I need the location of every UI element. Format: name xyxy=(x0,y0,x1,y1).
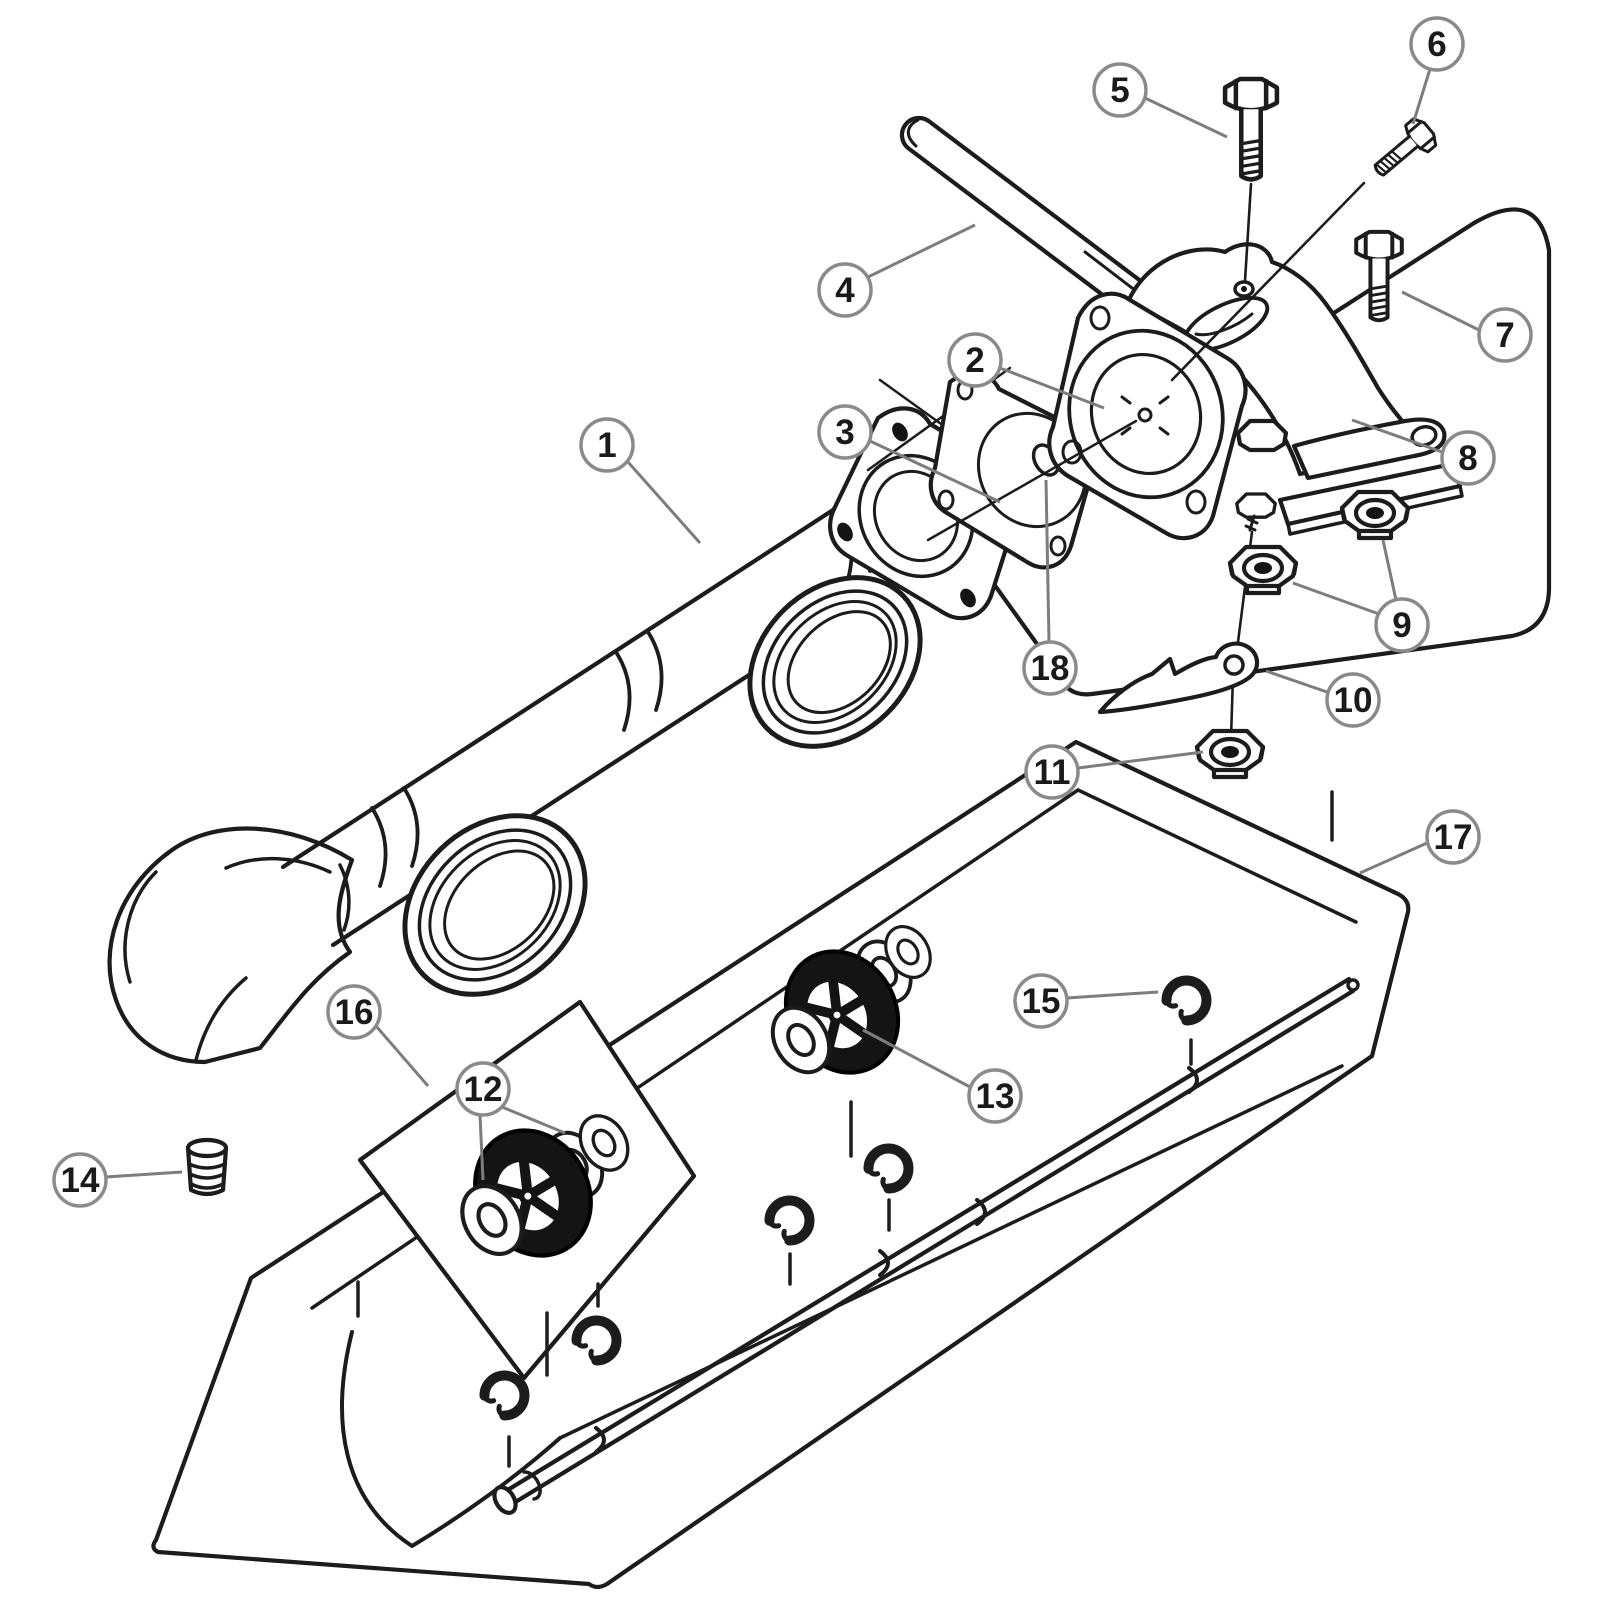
callout-17: 17 xyxy=(1359,809,1481,875)
hex-bolt-long xyxy=(1225,79,1277,179)
callout-2: 2 xyxy=(947,332,1105,410)
svg-text:11: 11 xyxy=(1034,753,1071,792)
callout-5: 5 xyxy=(1092,62,1228,139)
callout-15: 15 xyxy=(1013,973,1159,1029)
callout-12: 12 xyxy=(455,1061,566,1181)
svg-text:2: 2 xyxy=(965,341,984,380)
hex-nut-11 xyxy=(1197,731,1263,777)
svg-text:1: 1 xyxy=(597,426,616,465)
svg-text:12: 12 xyxy=(464,1070,503,1109)
svg-text:15: 15 xyxy=(1022,982,1061,1021)
callout-18: 18 xyxy=(1022,479,1078,696)
callout-4: 4 xyxy=(817,223,976,318)
callout-14: 14 xyxy=(52,1152,183,1208)
svg-text:4: 4 xyxy=(835,271,855,310)
svg-text:6: 6 xyxy=(1427,25,1446,64)
callout-3: 3 xyxy=(817,404,1001,504)
callout-11: 11 xyxy=(1024,744,1204,800)
callout-13: 13 xyxy=(862,1028,1023,1124)
callout-9: 9 xyxy=(1292,539,1430,653)
svg-text:10: 10 xyxy=(1334,681,1373,720)
hex-bolt-small xyxy=(1365,113,1442,187)
svg-text:17: 17 xyxy=(1434,818,1473,857)
svg-text:9: 9 xyxy=(1392,606,1411,645)
svg-text:14: 14 xyxy=(61,1161,100,1200)
svg-text:7: 7 xyxy=(1495,316,1514,355)
callout-1: 1 xyxy=(579,417,702,544)
callout-10: 10 xyxy=(1265,669,1381,728)
drain-plug xyxy=(185,1137,229,1197)
svg-text:16: 16 xyxy=(335,993,374,1032)
callout-7: 7 xyxy=(1401,290,1533,363)
callout-8: 8 xyxy=(1351,418,1496,486)
svg-text:5: 5 xyxy=(1110,71,1129,110)
callouts: 1 2 3 4 5 6 7 xyxy=(52,16,1533,1208)
svg-text:18: 18 xyxy=(1031,649,1070,688)
svg-text:8: 8 xyxy=(1458,439,1477,478)
svg-text:3: 3 xyxy=(835,413,854,452)
callout-16: 16 xyxy=(326,984,430,1087)
axle-rod xyxy=(492,976,1360,1515)
callout-6: 6 xyxy=(1409,16,1465,125)
assembly-dashes xyxy=(356,790,1334,1468)
ratchet-pawl xyxy=(1097,641,1260,715)
svg-text:13: 13 xyxy=(976,1077,1015,1116)
